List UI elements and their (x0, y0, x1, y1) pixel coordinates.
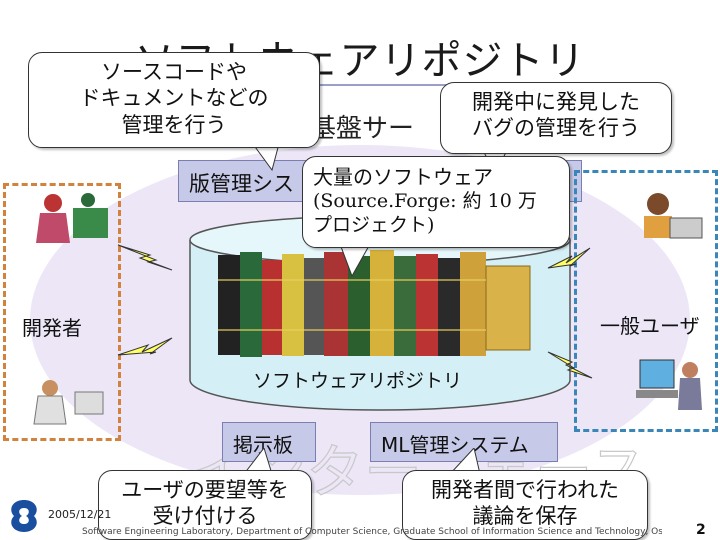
developer-group (3, 183, 121, 441)
developer-bottom-icon (33, 380, 104, 425)
version-system-label: 版管理シス (189, 172, 294, 196)
developer-label: 開発者 (22, 316, 82, 340)
user-bottom-icon (636, 359, 702, 410)
callout-bug-management: 開発中に発見した バグの管理を行う (440, 82, 672, 154)
callout-source-management: ソースコードや ドキュメントなどの 管理を行う (28, 52, 320, 148)
bbs-box: 掲示板 (222, 422, 316, 462)
general-user-group (574, 170, 718, 432)
callout-user-requests: ユーザの要望等を 受け付ける (98, 470, 312, 540)
repository-label: ソフトウェアリポジトリ (253, 370, 463, 392)
callout-large-software: 大量のソフトウェア (Source.Forge: 約 10 万 プロジェクト) (302, 156, 570, 248)
title-underline (60, 84, 660, 86)
university-logo-icon (11, 500, 37, 532)
user-top-icon (644, 193, 703, 239)
developer-top-icon (36, 193, 108, 243)
callout-tail-large (339, 244, 371, 278)
subtitle-fragment: 基盤サー (310, 114, 415, 144)
ml-system-box: ML管理システム (370, 422, 558, 462)
general-user-label: 一般ユーザ (600, 314, 700, 338)
ml-system-label: ML管理システム (381, 433, 529, 457)
books-icon (218, 250, 531, 357)
slide-footer: Software Engineering Laboratory, Departm… (82, 527, 662, 537)
page-number: 2 (696, 522, 706, 538)
slide-date: 2005/12/21 (48, 508, 112, 521)
callout-discussion: 開発者間で行われた 議論を保存 (402, 470, 648, 540)
